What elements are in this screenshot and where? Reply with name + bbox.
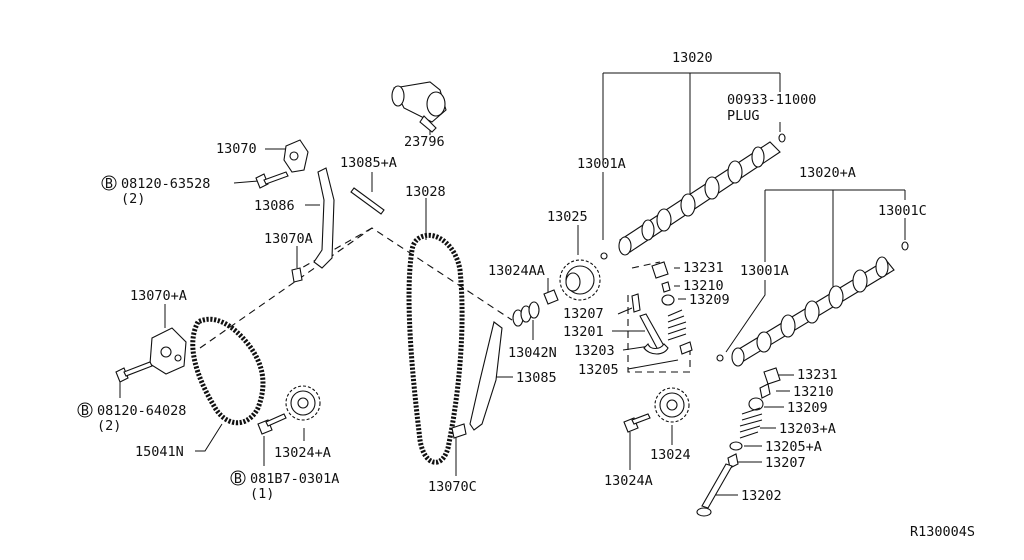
label-13024a: 13024A xyxy=(604,473,653,489)
label-13070pa: 13070+A xyxy=(130,288,187,304)
label-13203: 13203 xyxy=(574,343,615,359)
label-13042n: 13042N xyxy=(508,345,557,361)
guide-bolt-c-part xyxy=(451,423,467,439)
plug-c-part xyxy=(901,241,909,251)
label-13025: 13025 xyxy=(547,209,588,225)
leader-lines xyxy=(119,72,906,496)
cam-sprocket-part xyxy=(559,259,601,301)
vtc-solenoid-part xyxy=(391,81,447,133)
slack-guide-part xyxy=(313,167,335,269)
label-15041n: 15041N xyxy=(135,444,184,460)
label-13205: 13205 xyxy=(578,362,619,378)
label-13203a: 13203+A xyxy=(779,421,836,437)
label-13210-lower: 13210 xyxy=(793,384,834,400)
plug-part xyxy=(778,133,786,143)
label-plug-number: 00933-11000 xyxy=(727,92,816,108)
label-13207-upper: 13207 xyxy=(563,306,604,322)
bolt-marker-3: B xyxy=(230,470,246,487)
label-13024: 13024 xyxy=(650,447,691,463)
label-plug-word: PLUG xyxy=(727,108,760,124)
label-13070c: 13070C xyxy=(428,479,477,495)
label-13231-lower: 13231 xyxy=(797,367,838,383)
label-13209-upper: 13209 xyxy=(689,292,730,308)
label-13202: 13202 xyxy=(741,488,782,504)
reference-code: R130004S xyxy=(910,524,975,540)
part-labels: 13020 00933-11000 PLUG 23796 13070 13085… xyxy=(97,50,975,540)
label-13001c: 13001C xyxy=(878,203,927,219)
label-bolt-63528: 08120-63528 xyxy=(121,176,210,192)
label-13085: 13085 xyxy=(516,370,557,386)
label-13201: 13201 xyxy=(563,324,604,340)
exhaust-sprocket-part xyxy=(285,385,321,421)
intake-sprocket-part xyxy=(654,387,690,423)
guide-bolt-part xyxy=(291,267,303,283)
label-bolt-63528-qty: (2) xyxy=(121,191,145,207)
label-13020a: 13020+A xyxy=(799,165,856,181)
label-23796: 23796 xyxy=(404,134,445,150)
seal-rings-part xyxy=(512,301,540,327)
secondary-chain-part xyxy=(190,316,266,426)
label-13001a-upper: 13001A xyxy=(577,156,626,172)
bolt-marker-2: B xyxy=(77,402,93,419)
label-bolt-0301a-qty: (1) xyxy=(250,486,274,502)
label-13020: 13020 xyxy=(672,50,713,66)
bolt-0301a-part xyxy=(257,413,287,435)
label-13205a: 13205+A xyxy=(765,439,822,455)
label-13210-upper: 13210 xyxy=(683,278,724,294)
label-13024aa: 13024AA xyxy=(488,263,545,279)
label-13085a: 13085+A xyxy=(340,155,397,171)
assembly-dashed-lines xyxy=(199,227,691,373)
guide-pin-part xyxy=(350,187,385,215)
lower-tensioner-part xyxy=(149,327,187,375)
sprocket-bolt-part xyxy=(543,289,559,305)
label-13207-lower: 13207 xyxy=(765,455,806,471)
exhaust-camshaft-part xyxy=(731,256,895,367)
bolt-marker-3-label: B xyxy=(234,471,242,487)
sprocket-bolt-a-part xyxy=(623,413,651,433)
label-bolt-64028-qty: (2) xyxy=(97,418,121,434)
intake-camshaft-part xyxy=(618,141,781,256)
intake-valve-group-part xyxy=(631,261,693,355)
label-13001a-lower: 13001A xyxy=(740,263,789,279)
exhaust-valve-group-part xyxy=(696,367,781,517)
label-13028: 13028 xyxy=(405,184,446,200)
bolt-marker-1: B xyxy=(101,175,117,192)
bolt-63528-part xyxy=(255,171,289,189)
dowel-c-part xyxy=(716,354,724,362)
label-13070: 13070 xyxy=(216,141,257,157)
bolt-marker-1-label: B xyxy=(105,176,113,192)
label-bolt-0301a: 081B7-0301A xyxy=(250,471,339,487)
upper-tensioner-part xyxy=(283,139,309,173)
bolt-marker-2-label: B xyxy=(81,403,89,419)
label-13024-plus-a: 13024+A xyxy=(274,445,331,461)
bolt-64028-part xyxy=(115,361,153,383)
label-13070a: 13070A xyxy=(264,231,313,247)
label-13209-lower: 13209 xyxy=(787,400,828,416)
label-13086: 13086 xyxy=(254,198,295,214)
tension-guide-part xyxy=(469,321,503,431)
label-bolt-64028: 08120-64028 xyxy=(97,403,186,419)
dowel-part xyxy=(600,252,608,260)
label-13231-upper: 13231 xyxy=(683,260,724,276)
